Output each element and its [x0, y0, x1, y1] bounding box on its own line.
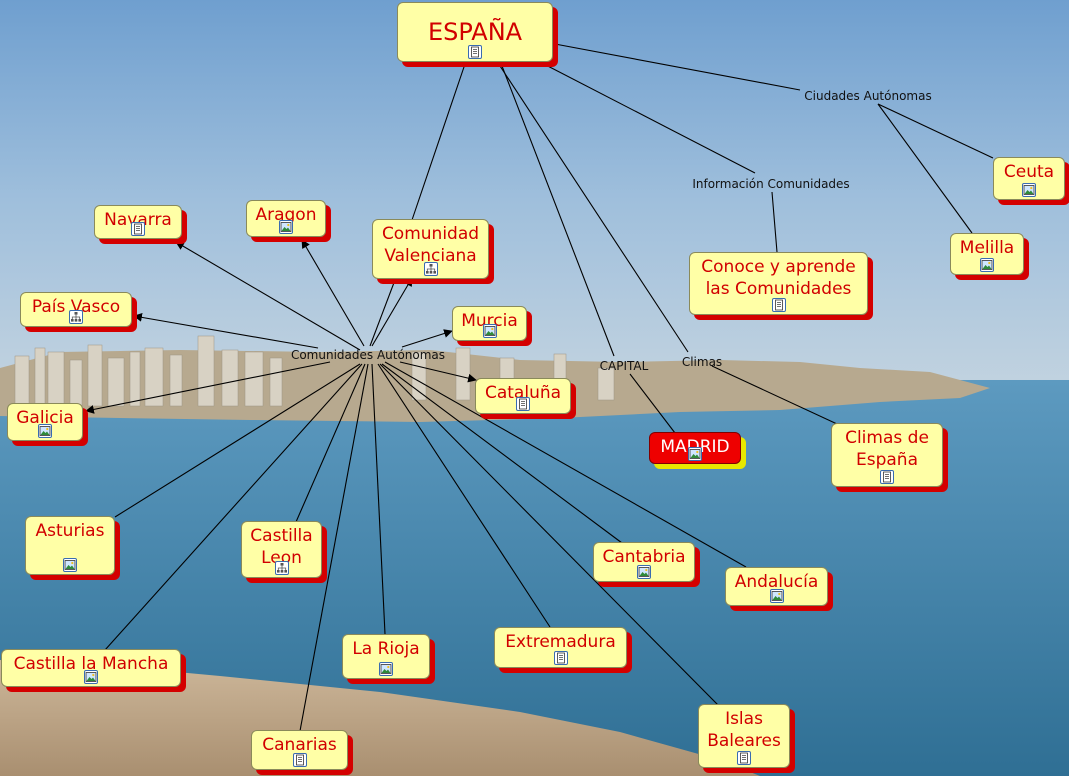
node-cataluna[interactable]: Cataluña — [475, 378, 571, 414]
node-castilla-la-mancha[interactable]: Castilla la Mancha — [1, 649, 181, 687]
node-label: Asturias — [35, 521, 105, 541]
link-espana-climas — [499, 65, 689, 353]
document-icon[interactable] — [131, 222, 145, 236]
node-label: País Vasco — [31, 297, 121, 317]
document-icon[interactable] — [468, 45, 482, 59]
node-canarias[interactable]: Canarias — [251, 730, 348, 770]
node-label: Andalucía — [734, 572, 819, 592]
node-label: Castilla la Mancha — [13, 654, 169, 674]
link-label-comunidades: Comunidades Autónomas — [290, 348, 446, 362]
node-label: La Rioja — [352, 639, 420, 659]
node-murcia[interactable]: Murcia — [452, 306, 527, 341]
link-com-cantabria — [381, 363, 623, 544]
link-label-ciudades: Ciudades Autónomas — [804, 89, 932, 103]
node-label: Comunidad Valenciana — [381, 224, 480, 266]
image-icon[interactable] — [38, 424, 52, 438]
image-icon[interactable] — [482, 324, 497, 338]
link-com-galicia — [85, 361, 331, 414]
node-label: Navarra — [104, 210, 172, 230]
node-label: Conoce y aprende las Comunidades — [701, 257, 856, 299]
link-com-baleares — [379, 363, 719, 706]
sitemap-icon[interactable] — [69, 310, 83, 324]
node-label: Cantabria — [602, 547, 686, 567]
link-espana-capital — [501, 65, 615, 357]
node-melilla[interactable]: Melilla — [950, 233, 1024, 275]
image-icon[interactable] — [84, 670, 98, 684]
link-com-andalucia — [384, 361, 747, 568]
link-com-larioja — [371, 363, 386, 635]
link-valenciana-comunidades — [369, 279, 396, 347]
node-climas-espana[interactable]: Climas de España — [831, 423, 943, 487]
image-icon[interactable] — [63, 558, 77, 572]
link-espana-informacion — [539, 61, 756, 174]
node-ceuta[interactable]: Ceuta — [993, 157, 1065, 200]
node-label: Murcia — [461, 311, 518, 331]
link-com-castillamancha — [104, 363, 363, 651]
link-label-capital: CAPITAL — [599, 359, 649, 373]
node-comunidad-valenciana[interactable]: Comunidad Valenciana — [372, 219, 489, 279]
image-icon[interactable] — [769, 589, 784, 603]
node-label: Galicia — [16, 408, 74, 428]
link-com-extremadura — [377, 363, 551, 628]
node-label: Extremadura — [505, 632, 616, 652]
image-icon[interactable] — [279, 220, 293, 234]
node-extremadura[interactable]: Extremadura — [494, 627, 627, 668]
link-capital-madrid — [629, 373, 676, 434]
link-com-castillaleon — [295, 363, 366, 523]
link-informacion-conoce — [771, 191, 778, 253]
document-icon[interactable] — [553, 651, 568, 665]
link-espana-ciudades — [554, 43, 801, 91]
node-pais-vasco[interactable]: País Vasco — [20, 292, 132, 327]
link-com-asturias — [114, 363, 361, 518]
link-com-canarias — [299, 363, 369, 732]
node-madrid[interactable]: MADRID — [649, 432, 741, 464]
document-icon[interactable] — [737, 751, 751, 765]
node-navarra[interactable]: Navarra — [94, 205, 182, 239]
node-label: Canarias — [262, 735, 337, 755]
link-com-valenciana — [371, 277, 413, 347]
node-asturias[interactable]: Asturias — [25, 516, 115, 575]
node-label: Islas Baleares — [707, 709, 781, 751]
node-espana[interactable]: ESPAÑA — [397, 2, 553, 62]
link-espana-comunidades — [411, 63, 466, 221]
document-icon[interactable] — [880, 470, 894, 484]
node-label: ESPAÑA — [427, 18, 523, 46]
node-cantabria[interactable]: Cantabria — [593, 542, 695, 582]
node-aragon[interactable]: Aragon — [246, 200, 326, 237]
image-icon[interactable] — [637, 565, 651, 579]
link-com-paisvasco — [133, 313, 319, 349]
document-icon[interactable] — [292, 753, 307, 767]
node-label: Climas de España — [845, 428, 929, 470]
link-climas-climasespana — [711, 365, 851, 431]
node-label: Cataluña — [484, 383, 562, 403]
link-com-navarra — [175, 241, 361, 351]
node-andalucia[interactable]: Andalucía — [725, 567, 828, 606]
node-galicia[interactable]: Galicia — [7, 403, 83, 441]
image-icon[interactable] — [1022, 183, 1036, 197]
node-label: Aragon — [255, 205, 317, 225]
sitemap-icon[interactable] — [423, 262, 438, 276]
image-icon[interactable] — [980, 258, 994, 272]
node-label: Melilla — [959, 238, 1015, 258]
image-icon[interactable] — [688, 447, 702, 461]
link-ciudades-ceuta — [877, 103, 994, 159]
node-label: Ceuta — [1003, 162, 1055, 182]
link-label-climas: Climas — [681, 355, 723, 369]
node-conoce-comunidades[interactable]: Conoce y aprende las Comunidades — [689, 252, 868, 315]
node-la-rioja[interactable]: La Rioja — [342, 634, 430, 679]
link-label-informacion: Información Comunidades — [692, 177, 850, 191]
image-icon[interactable] — [379, 662, 393, 676]
link-com-murcia — [401, 329, 453, 348]
node-label: Castilla Leon — [250, 526, 313, 568]
node-islas-baleares[interactable]: Islas Baleares — [698, 704, 790, 768]
document-icon[interactable] — [516, 397, 530, 411]
sitemap-icon[interactable] — [274, 561, 289, 575]
link-com-aragon — [301, 239, 365, 347]
link-com-cataluna — [399, 361, 477, 383]
document-icon[interactable] — [771, 298, 786, 312]
node-castilla-leon[interactable]: Castilla Leon — [241, 521, 322, 578]
link-ciudades-melilla — [877, 103, 973, 234]
